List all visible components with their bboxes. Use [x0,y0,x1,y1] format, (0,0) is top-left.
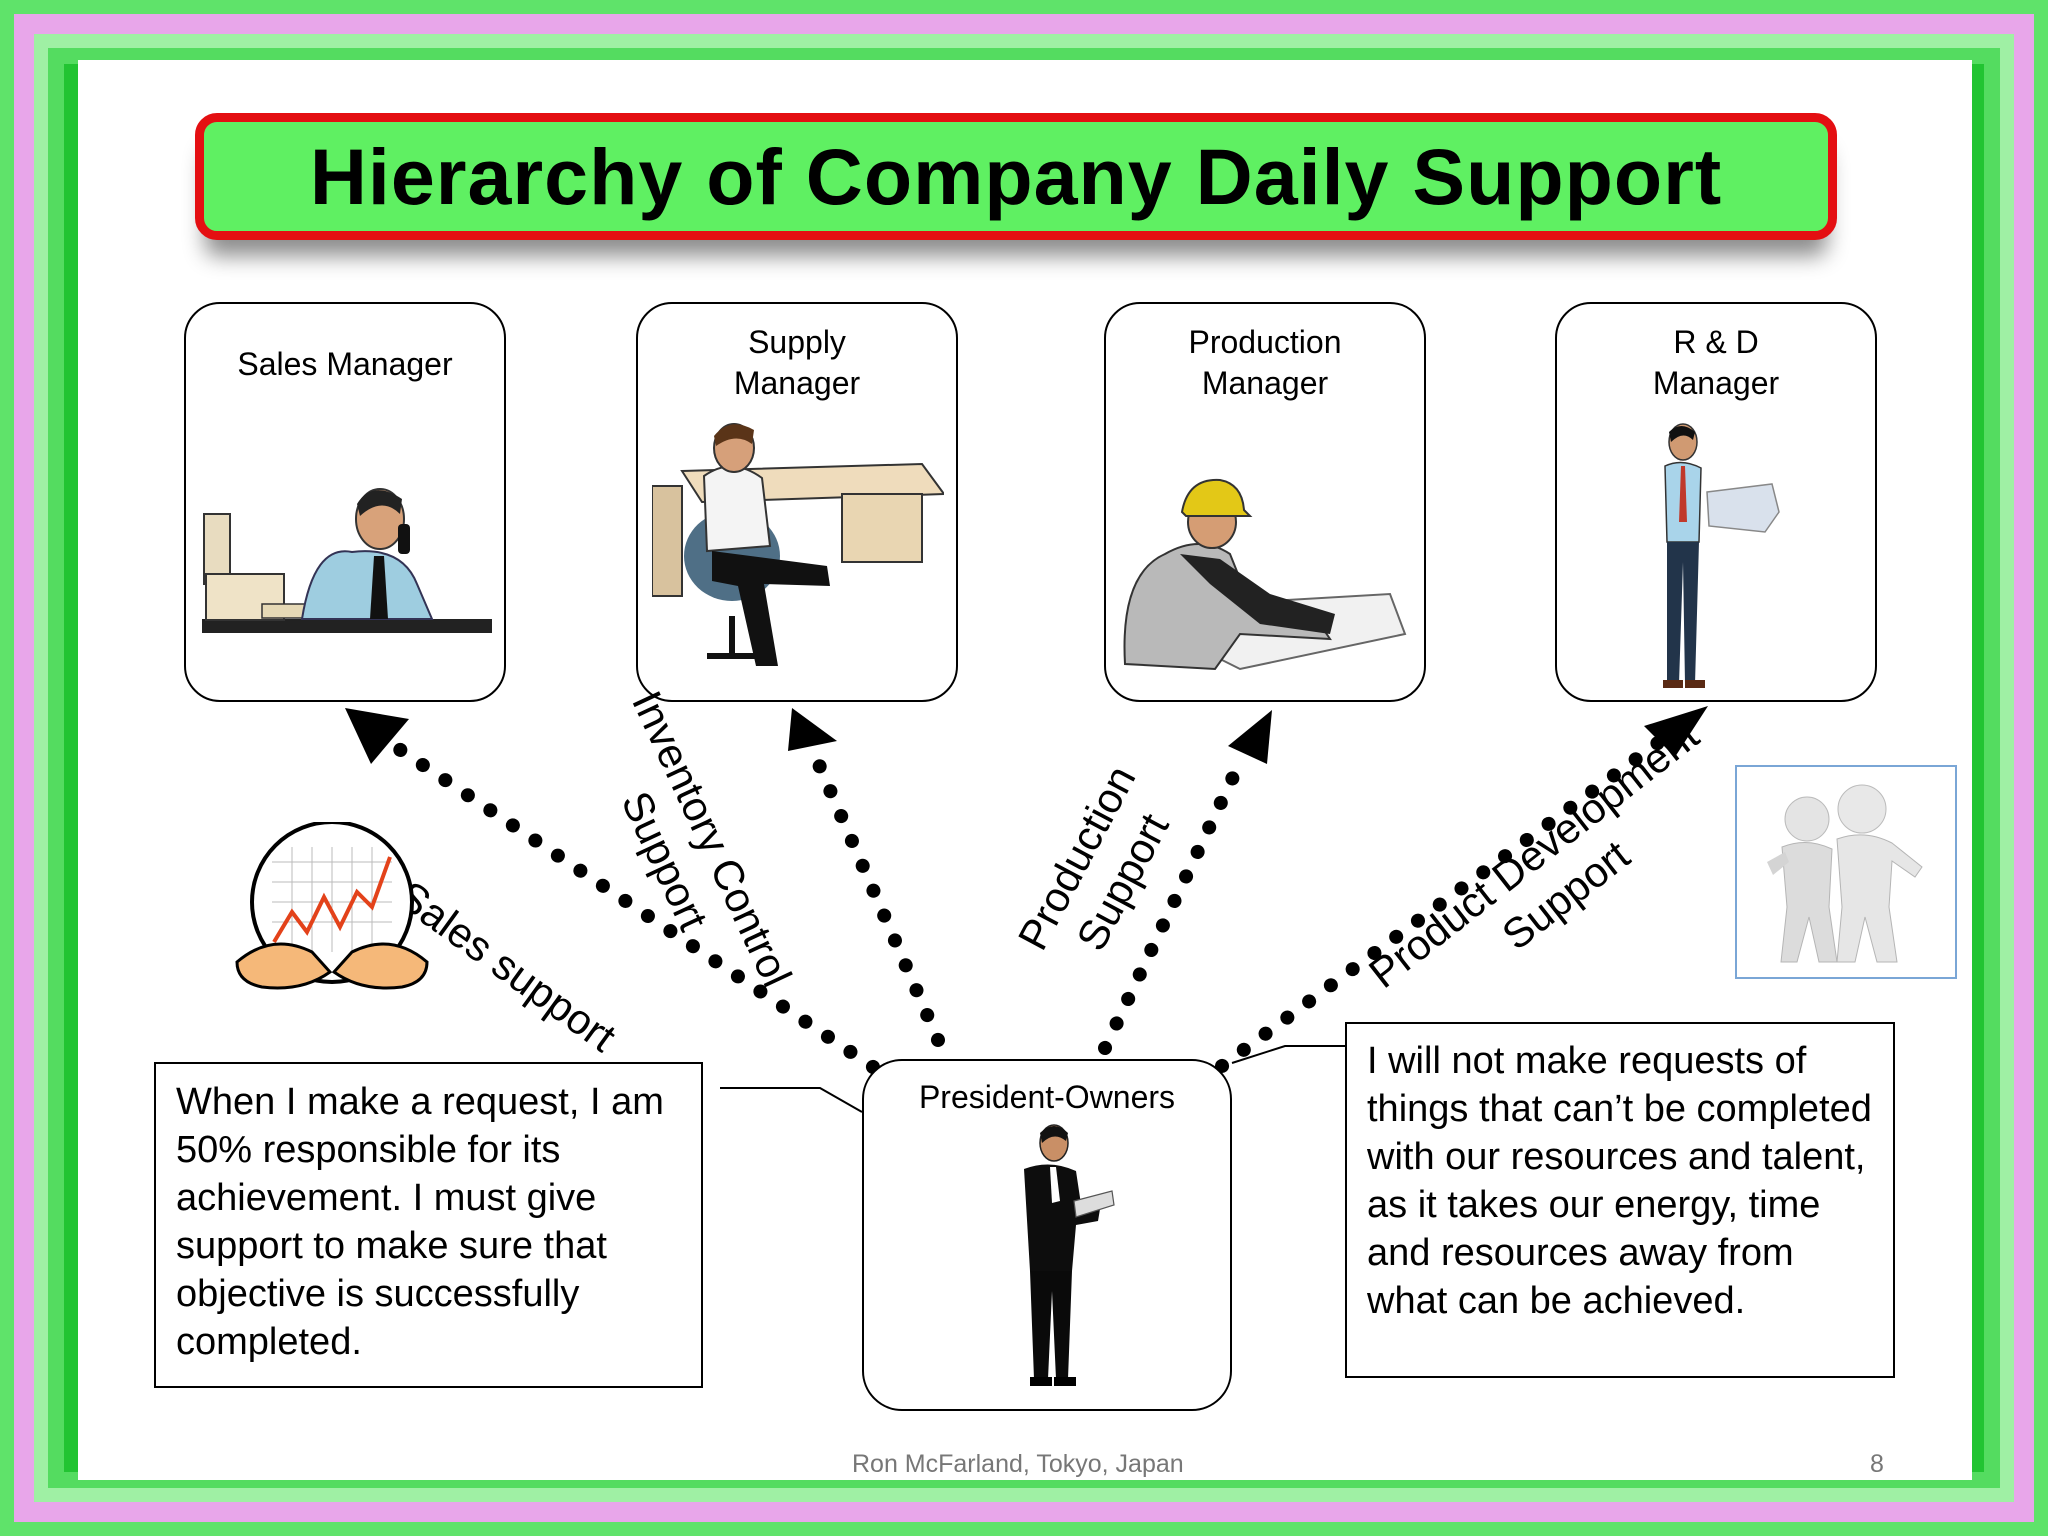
teamwork-figures-frame [1735,765,1957,979]
inventory-support-arrow-line [803,737,945,1047]
production-support-arrow-line [1098,751,1249,1055]
product-development-arrow-line [1215,735,1666,1073]
footer-credit: Ron McFarland, Tokyo, Japan [852,1450,1184,1478]
supply-manager-label: Supply Manager [733,324,861,401]
slide-title: Hierarchy of Company Daily Support [309,131,1723,221]
sales-manager-box: Sales Manager [184,302,506,702]
left-callout-connector [720,1087,863,1113]
president-owners-box: President-Owners [862,1059,1232,1411]
rd-manager-box: R & D Manager [1555,302,1877,702]
supply-manager-box: Supply Manager [636,302,958,702]
sales-support-arrow-line [383,736,880,1074]
product-development-arrowhead [1644,706,1708,757]
person-on-phone-icon [202,488,492,633]
sales-manager-label: Sales Manager [237,346,453,382]
person-at-desk-icon [652,423,944,666]
production-manager-label: Production Manager [1188,324,1342,401]
sales-arrowhead [345,708,409,764]
graph-in-hands-icon [235,822,429,990]
right-callout-connector [1231,1045,1345,1064]
businessman-reading-icon [1024,1124,1115,1386]
left-callout: When I make a request, I am 50% responsi… [154,1062,703,1388]
title-banner: Hierarchy of Company Daily Support [195,113,1837,240]
page-number: 8 [1870,1450,1884,1478]
rd-manager-label: R & D Manager [1652,324,1780,401]
production-arrowhead [1228,710,1272,764]
left-callout-text: When I make a request, I am 50% responsi… [176,1081,664,1363]
two-people-icon [1767,784,1923,963]
right-callout-text: I will not make requests of things that … [1367,1040,1872,1322]
president-owners-label: President-Owners [918,1079,1176,1115]
inventory-arrowhead [788,708,837,751]
person-holding-papers-icon [1663,423,1780,688]
production-manager-box: Production Manager [1104,302,1426,702]
right-callout: I will not make requests of things that … [1345,1022,1895,1378]
construction-worker-icon [1123,478,1407,671]
